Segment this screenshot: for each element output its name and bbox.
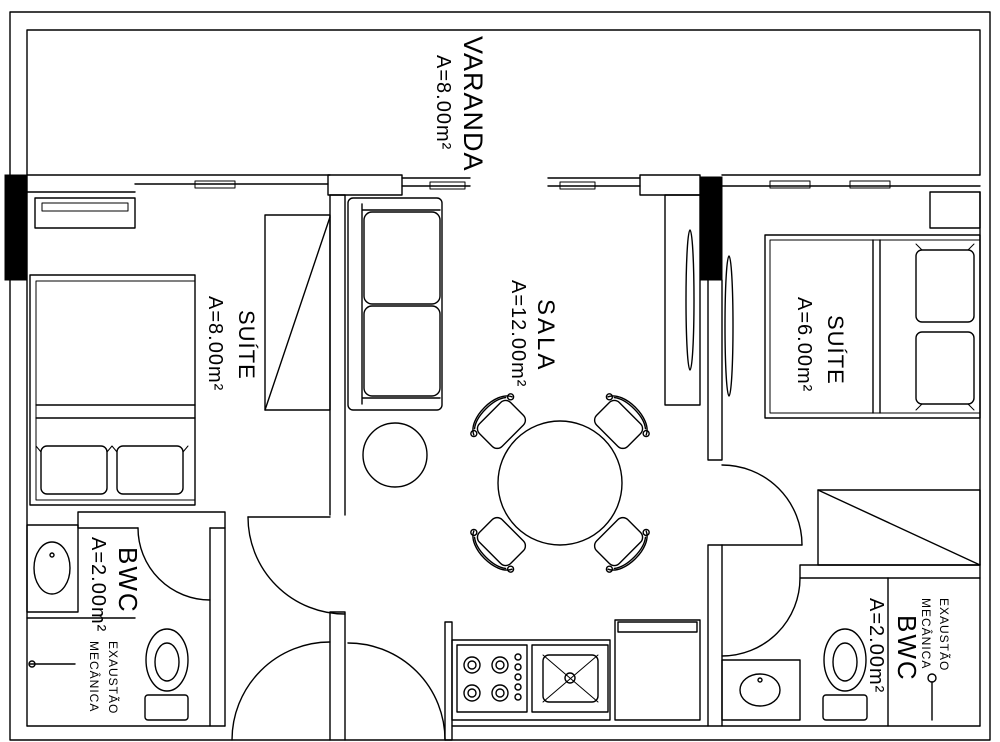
bwc-left-name: BWC	[113, 547, 143, 614]
wall-suite-right-bwc	[799, 564, 981, 579]
shower-drain-right	[927, 673, 937, 721]
doors	[137, 464, 803, 741]
bed-left	[29, 274, 196, 506]
hanger-rail	[685, 229, 695, 371]
glazing-frame	[559, 181, 596, 190]
glazing-frame	[429, 181, 466, 190]
kitchen-sink	[531, 644, 609, 713]
kitchen-counter	[451, 639, 611, 721]
glazing-frame	[194, 180, 236, 189]
bwc-right-area: A=2.00m²	[865, 598, 887, 693]
furniture	[26, 194, 981, 721]
wall-bwc-left-right	[209, 527, 226, 727]
bed-right	[764, 234, 981, 419]
door-bwc-left-swing	[137, 527, 211, 601]
wall-suite-bwc	[77, 511, 226, 529]
stove-knob	[514, 693, 522, 701]
chair	[470, 516, 527, 573]
glazing-sliding-right	[547, 177, 641, 187]
glazing-frame	[769, 180, 811, 189]
suite-right-area: A=6.00m²	[793, 297, 815, 392]
room-labels: VARANDA A=8.00m² SALA A=12.00m² SUÍTE A=…	[87, 36, 951, 714]
varanda-area: A=8.00m²	[432, 55, 454, 150]
pillar-right	[699, 176, 723, 281]
varanda-name: VARANDA	[458, 36, 488, 172]
bwc-right-exhaust-line2: MECÂNICA	[919, 598, 934, 669]
dining-table	[497, 420, 623, 546]
wall-bwc-right-left	[707, 544, 723, 727]
door-suite-left-swing	[247, 516, 346, 615]
bwc-right-exhaust-line1: EXAUSTÃO	[937, 598, 951, 671]
bwc-left-area: A=2.00m²	[87, 537, 109, 632]
suite-right-name: SUÍTE	[823, 315, 848, 385]
pillow	[915, 249, 975, 323]
column-center	[639, 174, 701, 196]
hanger-rail	[724, 255, 734, 397]
stove-knob	[514, 683, 522, 691]
stove-knob	[514, 663, 522, 671]
ottoman	[362, 422, 428, 488]
glazing-left	[26, 174, 331, 193]
door-entry-left-swing	[231, 641, 331, 741]
wardrobe-left	[264, 214, 331, 411]
window-box-right	[929, 191, 981, 229]
bathroom-sink-right	[721, 659, 801, 721]
bathroom-sink-left	[26, 524, 79, 613]
kitchen-pier	[444, 621, 453, 741]
sala-area: A=12.00m²	[507, 280, 529, 387]
suite-left-name: SUÍTE	[234, 310, 259, 380]
sofa-cushion	[363, 211, 441, 305]
stove-knob	[514, 673, 522, 681]
suite-left-area: A=8.00m²	[204, 296, 226, 391]
stove-knob	[514, 653, 522, 661]
toilet-left	[144, 628, 189, 721]
bwc-left-exhaust-line2: MECÂNICA	[87, 641, 102, 712]
column-left	[327, 174, 403, 196]
stove	[456, 644, 528, 713]
fridge	[614, 619, 701, 721]
pillar-left	[4, 174, 28, 281]
glazing-sliding-left	[401, 177, 471, 187]
door-suite-right-swing	[721, 464, 803, 546]
door-entry-right-swing	[347, 642, 446, 741]
sala-name: SALA	[532, 299, 559, 372]
sofa	[347, 197, 443, 411]
outer-wall	[9, 11, 991, 741]
glazing-frame	[849, 180, 891, 189]
chair	[470, 393, 527, 450]
entry-pier	[329, 611, 346, 741]
window-box-left	[34, 197, 136, 229]
pillow	[116, 445, 184, 495]
bwc-left-exhaust-line1: EXAUSTÃO	[106, 641, 120, 714]
wardrobe-right	[664, 194, 734, 406]
chair	[593, 516, 650, 573]
shower-drain-left	[28, 660, 76, 668]
pillow	[915, 331, 975, 405]
chair	[593, 393, 650, 450]
partition-sala-suite-right	[707, 279, 723, 461]
sofa-cushion	[363, 305, 441, 397]
window-box-left-inner	[41, 202, 129, 212]
inner-wall-top-left	[26, 29, 981, 727]
storage-box	[817, 489, 981, 566]
glazing-right	[721, 174, 981, 187]
pillow	[40, 445, 108, 495]
bwc-right-name: BWC	[892, 615, 922, 682]
partition-suite-sala	[329, 194, 346, 516]
toilet-right	[822, 628, 868, 721]
door-bwc-right-swing	[721, 577, 801, 657]
